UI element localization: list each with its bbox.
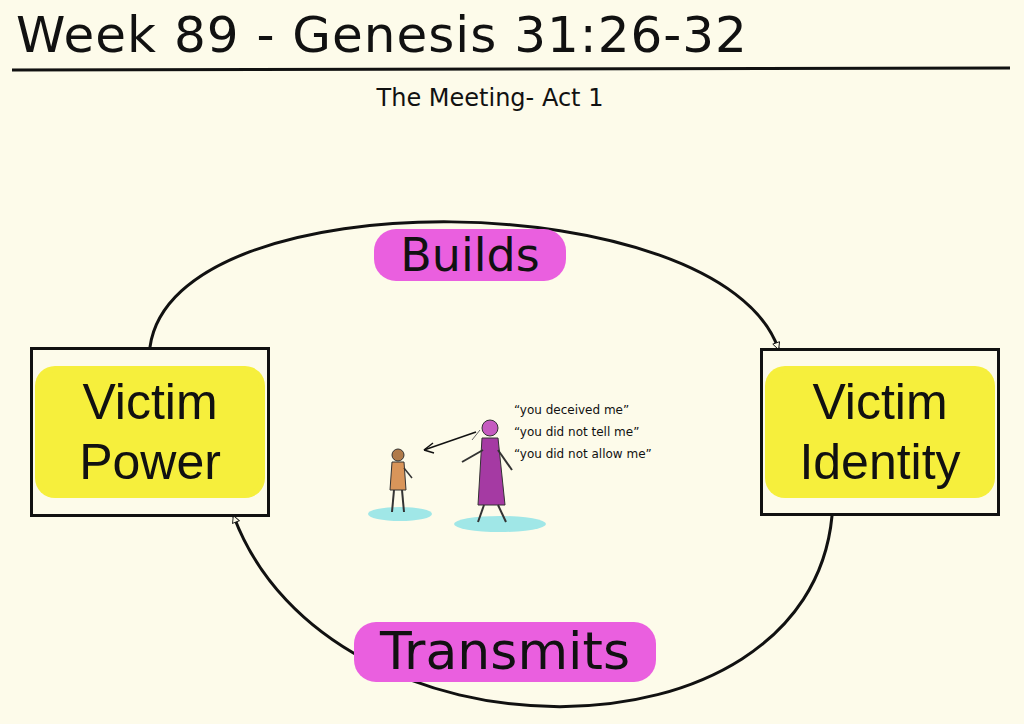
victim-box: Victim Power [30,347,270,517]
box-text: Victim Power [41,372,259,492]
title-underline [12,68,1010,70]
curved-arrow [234,516,832,707]
victim-box: Victim Identity [760,348,1000,516]
speech-quote: “you did not tell me” [514,425,639,439]
curved-arrow [150,222,778,348]
subtitle: The Meeting- Act 1 [377,84,604,112]
arrow-label: Transmits [354,622,656,682]
speech-quote: “you did not allow me” [514,447,652,461]
arrow-label: Builds [374,229,565,282]
box-text: Victim Identity [771,372,989,492]
speech-quote: “you deceived me” [514,403,629,417]
title: Week 89 - Genesis 31:26-32 [16,6,748,64]
